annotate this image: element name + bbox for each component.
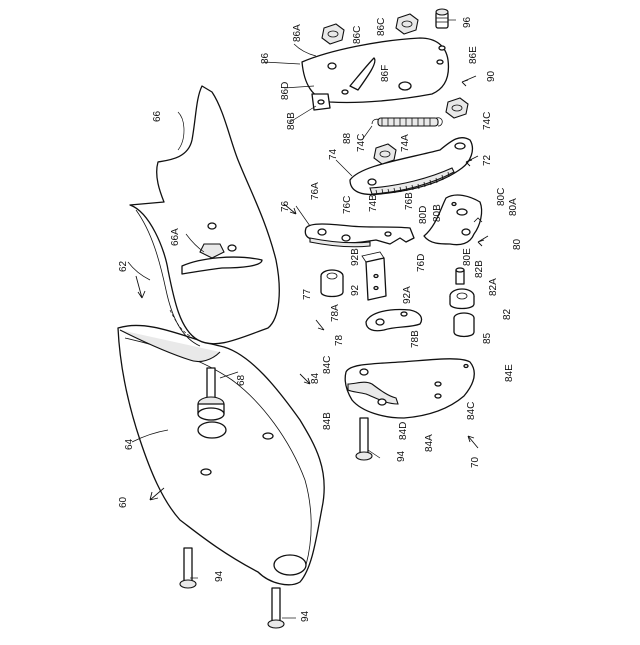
label-80B: 80B xyxy=(432,204,443,222)
label-78A: 78A xyxy=(330,304,341,322)
pin-96 xyxy=(436,9,448,28)
label-80C: 80C xyxy=(496,188,507,206)
label-86D: 86D xyxy=(280,82,291,100)
label-77: 77 xyxy=(302,288,313,300)
label-85: 85 xyxy=(482,332,493,344)
label-86E: 86E xyxy=(468,46,479,64)
label-80D: 80D xyxy=(418,206,429,224)
label-76B: 76B xyxy=(404,192,415,210)
bolt-94-left xyxy=(180,548,196,588)
label-88: 88 xyxy=(342,132,353,144)
label-74: 74 xyxy=(328,148,339,160)
label-92B: 92B xyxy=(350,248,361,266)
label-96: 96 xyxy=(462,16,473,28)
label-84C-a: 84C xyxy=(322,356,333,374)
label-86B: 86B xyxy=(286,112,297,130)
bolt-94-middle xyxy=(356,418,372,460)
label-70: 70 xyxy=(470,456,481,468)
top-plate-86 xyxy=(302,38,448,110)
base-plate-64 xyxy=(118,325,324,584)
nut-74A xyxy=(374,144,396,164)
label-86C-a: 86C xyxy=(352,26,363,44)
label-76D: 76D xyxy=(416,254,427,272)
label-82: 82 xyxy=(502,308,513,320)
spring-88 xyxy=(372,118,442,126)
label-86F: 86F xyxy=(380,65,391,82)
label-74B: 74B xyxy=(368,194,379,212)
label-84E: 84E xyxy=(504,364,515,382)
latch-76 xyxy=(305,224,414,247)
label-92A: 92A xyxy=(402,286,413,304)
label-76C: 76C xyxy=(342,196,353,214)
label-80A: 80A xyxy=(508,198,519,216)
label-92: 92 xyxy=(350,284,361,296)
gear-arm-74 xyxy=(350,138,472,195)
nut-top-left xyxy=(322,24,344,44)
label-84D: 84D xyxy=(398,422,409,440)
label-60: 60 xyxy=(118,496,129,508)
bushing-77 xyxy=(321,270,343,297)
label-86A: 86A xyxy=(292,24,303,42)
label-82B: 82B xyxy=(474,260,485,278)
label-94-b: 94 xyxy=(300,610,311,622)
label-76: 76 xyxy=(280,200,291,212)
label-62: 62 xyxy=(118,260,129,272)
label-94-a: 94 xyxy=(214,570,225,582)
label-80E: 80E xyxy=(462,248,473,266)
label-74C-b: 74C xyxy=(482,112,493,130)
label-86: 86 xyxy=(260,52,271,64)
label-84B: 84B xyxy=(322,412,333,430)
nut-top-right xyxy=(396,14,418,34)
label-94-c: 94 xyxy=(396,450,407,462)
cover-plate-66 xyxy=(120,86,279,362)
label-74C-a: 74C xyxy=(356,134,367,152)
lower-plate-84 xyxy=(345,359,474,418)
label-64: 64 xyxy=(124,438,135,450)
label-82A: 82A xyxy=(488,278,499,296)
label-84C-b: 84C xyxy=(466,402,477,420)
label-66: 66 xyxy=(152,110,163,122)
label-90: 90 xyxy=(486,70,497,82)
label-72: 72 xyxy=(482,154,493,166)
label-78B: 78B xyxy=(410,330,421,348)
bolt-94-bottom xyxy=(268,588,284,628)
label-84A: 84A xyxy=(424,434,435,452)
nut-90 xyxy=(446,98,468,118)
label-78: 78 xyxy=(334,334,345,346)
label-84: 84 xyxy=(310,372,321,384)
bushing-85 xyxy=(454,313,474,337)
label-68: 68 xyxy=(236,374,247,386)
label-80: 80 xyxy=(512,238,523,250)
label-76A: 76A xyxy=(310,182,321,200)
label-74A: 74A xyxy=(400,134,411,152)
lever-78 xyxy=(366,310,422,331)
label-86C-b: 86C xyxy=(376,18,387,36)
label-66A: 66A xyxy=(170,228,181,246)
pin-82 xyxy=(450,268,474,309)
spacer-92 xyxy=(362,252,386,300)
